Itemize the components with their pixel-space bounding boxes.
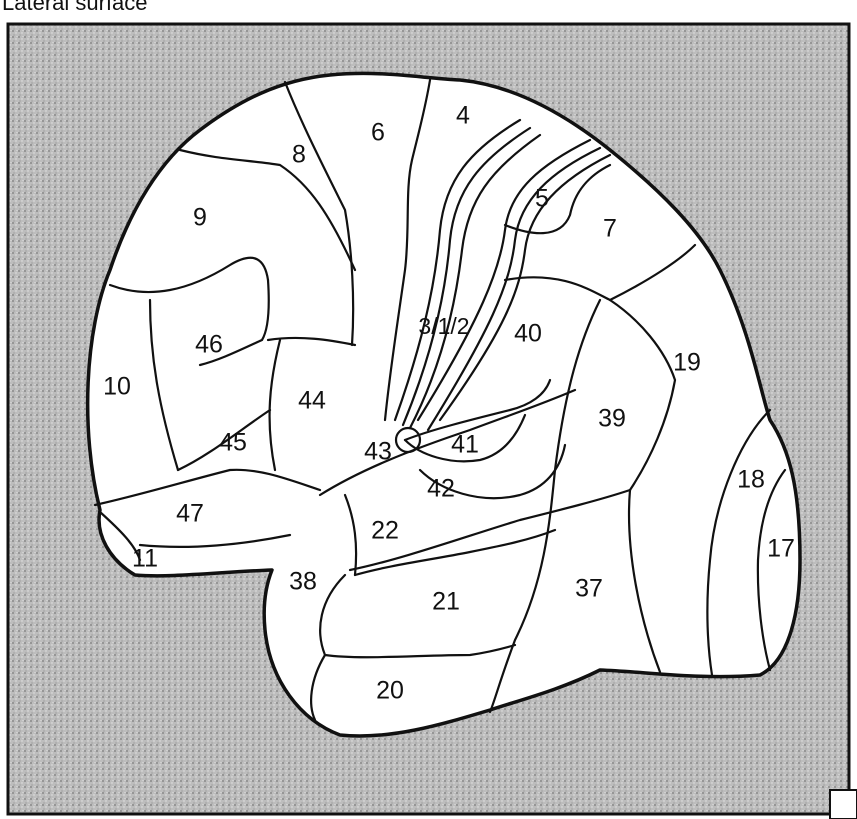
area-label: 3/1/2 xyxy=(418,313,469,339)
area-label: 9 xyxy=(193,204,207,232)
area-label: 8 xyxy=(292,141,306,169)
area-label: 45 xyxy=(219,429,247,457)
area-label: 7 xyxy=(603,215,617,243)
area-label: 6 xyxy=(371,119,385,147)
area-label: 43 xyxy=(364,438,392,466)
area-label: 41 xyxy=(451,431,479,459)
area-label: 37 xyxy=(575,575,603,603)
area-label: 5 xyxy=(535,185,549,213)
area-label: 10 xyxy=(103,373,131,401)
area-label: 22 xyxy=(371,517,399,545)
area-label: 46 xyxy=(195,331,223,359)
area-label: 20 xyxy=(376,677,404,705)
area-label: 17 xyxy=(767,535,795,563)
area-label: 4 xyxy=(456,102,470,130)
area-label: 44 xyxy=(298,387,326,415)
area-label: 47 xyxy=(176,500,204,528)
area-label: 38 xyxy=(289,568,317,596)
panel-corner-tab xyxy=(830,790,857,819)
area-label: 19 xyxy=(673,349,701,377)
area-label: 40 xyxy=(514,320,542,348)
area-label: 39 xyxy=(598,405,626,433)
area-label: 11 xyxy=(132,545,158,573)
area-label: 42 xyxy=(427,475,455,503)
area-label: 18 xyxy=(737,466,765,494)
area-label: 21 xyxy=(432,588,460,616)
